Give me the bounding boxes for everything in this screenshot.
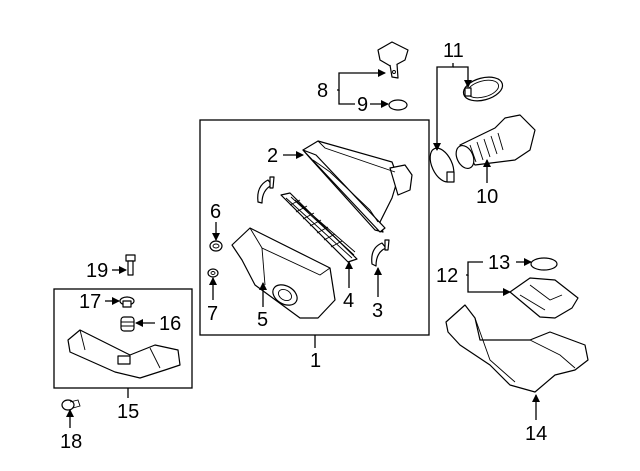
part-o-ring[interactable] — [388, 99, 408, 111]
assembly-box-15 — [53, 288, 193, 389]
part-clip-3[interactable] — [257, 176, 390, 267]
callout-10: 10 — [476, 186, 498, 208]
callout-1: 1 — [310, 350, 321, 372]
callout-19: 19 — [86, 260, 108, 282]
part-intake-hose[interactable] — [453, 114, 536, 171]
callout-18: 18 — [60, 431, 82, 453]
leader-lines — [66, 63, 540, 428]
callout-9: 9 — [357, 94, 368, 116]
callout-2: 2 — [267, 145, 278, 167]
callout-14: 14 — [525, 423, 547, 445]
part-clip-18[interactable] — [61, 399, 81, 411]
callout-4: 4 — [343, 290, 354, 312]
part-hose-clamp-lower[interactable] — [425, 144, 458, 185]
callout-16: 16 — [159, 313, 181, 335]
part-grommet-17[interactable] — [119, 296, 135, 308]
callout-15: 15 — [117, 401, 139, 423]
callout-8: 8 — [317, 80, 328, 102]
part-cap[interactable] — [530, 257, 558, 271]
callout-12: 12 — [436, 265, 458, 287]
part-grommet-6[interactable] — [209, 240, 223, 252]
part-inlet-tube[interactable] — [67, 329, 181, 379]
part-insulator-16[interactable] — [120, 316, 135, 332]
callout-6: 6 — [210, 201, 221, 223]
part-hose-clamp-upper[interactable] — [461, 73, 505, 105]
part-airflow-sensor[interactable] — [377, 41, 409, 79]
part-bracket[interactable] — [509, 277, 579, 319]
part-bolt-19[interactable] — [125, 254, 136, 276]
part-filter-element[interactable] — [280, 192, 358, 263]
part-insulator-7[interactable] — [207, 268, 219, 278]
callout-11: 11 — [443, 40, 464, 62]
part-upper-housing[interactable] — [302, 140, 413, 233]
callout-13: 13 — [488, 252, 510, 274]
part-lower-housing[interactable] — [231, 227, 336, 319]
callout-7: 7 — [207, 303, 218, 325]
part-air-duct[interactable] — [445, 304, 589, 393]
callout-3: 3 — [372, 300, 383, 322]
callout-17: 17 — [79, 291, 101, 313]
callout-5: 5 — [257, 309, 268, 331]
